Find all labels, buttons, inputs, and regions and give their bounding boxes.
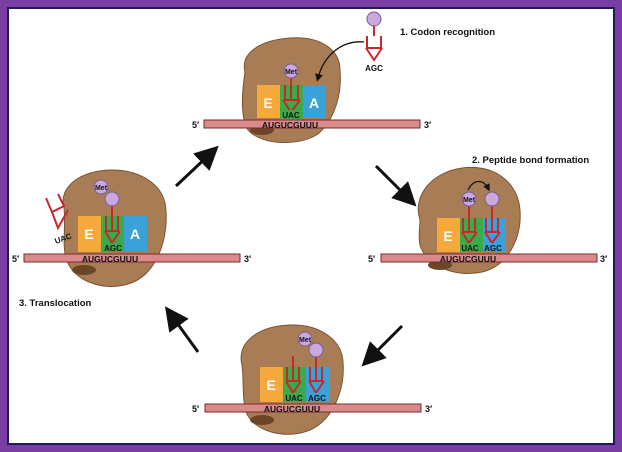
stage-top: E A UAC Met 5′ 3′ AUGUCGUUU AGC 1. Codon… (192, 11, 495, 144)
stage-left: E A AGC Met UAC 5′ 3′ AUGUCGUUU 3. Trans… (12, 169, 251, 309)
arrow-right-to-bottom (361, 324, 404, 367)
five-prime-label: 5′ (192, 404, 199, 414)
met-label: Met (285, 69, 298, 76)
mrna-sequence: AUGUCGUUU (82, 254, 138, 264)
e-site (437, 218, 460, 252)
met-amino-acid (461, 191, 477, 207)
e-site-label: E (443, 228, 452, 244)
ser-amino-acid (308, 342, 324, 358)
mrna-strand (23, 253, 241, 263)
mrna-sequence: AUGUCGUUU (440, 254, 496, 264)
e-site (257, 85, 280, 118)
ser-trna: AGC (483, 206, 502, 253)
incoming-trna: AGC (365, 11, 383, 73)
met-amino-acid (283, 63, 299, 79)
mrna-strand (380, 253, 598, 263)
anticodon-label: UAC (285, 394, 303, 403)
incoming-amino-acid (366, 11, 382, 27)
arrow-bottom-to-left (164, 306, 200, 353)
e-site-label: E (266, 377, 275, 393)
stage-bottom: E UAC AGC Met 5′ 3′ AUGUCGUUU (192, 324, 432, 435)
e-site-label: E (263, 95, 272, 111)
met-label: Met (299, 337, 312, 344)
stage-right: E UAC AGC Met 5′ 3′ AUGUCGUUU 2. Peptide… (368, 155, 607, 274)
a-site-label: A (130, 226, 140, 242)
met-amino-acid (93, 179, 109, 195)
five-prime-label: 5′ (192, 120, 199, 130)
ser-trna: AGC (307, 356, 326, 403)
met-label: Met (463, 197, 476, 204)
anticodon-label: AGC (308, 394, 326, 403)
met-amino-acid (297, 331, 313, 347)
mrna-sequence: AUGUCGUUU (264, 404, 320, 414)
three-prime-label: 3′ (425, 404, 432, 414)
five-prime-label: 5′ (368, 254, 375, 264)
step3-label: 3. Translocation (19, 298, 92, 309)
arrow-left-to-top (174, 145, 219, 188)
mrna-strand (203, 119, 421, 129)
mrna-strand (204, 403, 422, 413)
met-trna: UAC (461, 206, 480, 253)
arrow-top-to-right (374, 164, 417, 207)
step2-label: 2. Peptide bond formation (472, 155, 589, 166)
ribosome-shadow (72, 265, 96, 275)
anticodon-label: AGC (484, 244, 502, 253)
ser-amino-acid (484, 191, 500, 207)
mrna-sequence: AUGUCGUUU (262, 120, 318, 130)
three-prime-label: 3′ (424, 120, 431, 130)
anticodon-label: UAC (461, 244, 479, 253)
met-label: Met (95, 185, 108, 192)
step1-label: 1. Codon recognition (400, 27, 495, 38)
a-site-label: A (309, 95, 319, 111)
anticodon-label: UAC (282, 111, 300, 120)
three-prime-label: 3′ (600, 254, 607, 264)
cycle-arrows (164, 145, 417, 367)
ribosome-shadow (250, 415, 274, 425)
a-site (303, 85, 326, 118)
entry-arrow (315, 41, 365, 82)
three-prime-label: 3′ (244, 254, 251, 264)
met-trna: UAC (282, 78, 301, 120)
e-site (260, 367, 283, 402)
ser-trna: AGC (103, 206, 122, 253)
bond-arrow (467, 180, 490, 192)
e-site-label: E (84, 226, 93, 242)
met-trna: UAC (284, 356, 303, 403)
ser-amino-acid (104, 191, 120, 207)
anticodon-label: AGC (104, 244, 122, 253)
incoming-anticodon: AGC (365, 64, 383, 73)
e-site (78, 216, 101, 252)
five-prime-label: 5′ (12, 254, 19, 264)
a-site (124, 216, 147, 252)
